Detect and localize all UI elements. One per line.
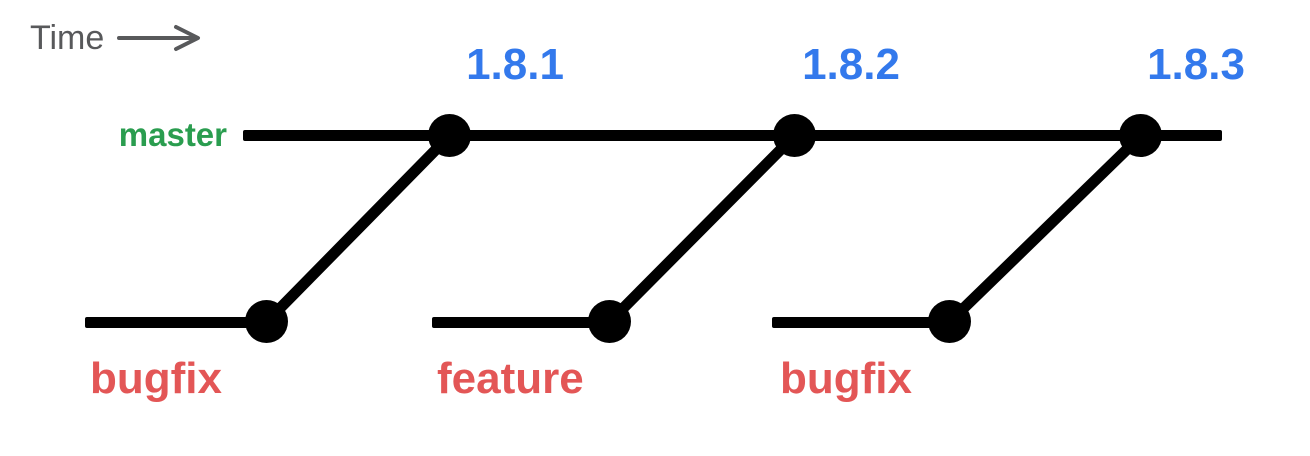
merge-diagonal-3 <box>946 131 1146 326</box>
branch-commit-dot-3 <box>928 300 971 343</box>
merge-commit-dot-3 <box>1119 114 1162 157</box>
branch-line-3 <box>772 317 950 328</box>
merge-commit-dot-2 <box>773 114 816 157</box>
branch-label-3: bugfix <box>780 354 912 403</box>
branch-line-2 <box>432 317 610 328</box>
branch-label-2: feature <box>437 354 584 403</box>
branch-commit-dot-2 <box>588 300 631 343</box>
branch-label-1: bugfix <box>90 354 222 403</box>
release-tag-2: 1.8.2 <box>802 40 900 89</box>
time-axis-label: Time <box>30 19 105 57</box>
master-branch-line <box>243 130 1222 141</box>
merge-diagonal-1 <box>263 131 454 326</box>
master-branch-label: master <box>118 116 227 153</box>
release-tag-1: 1.8.1 <box>466 40 564 89</box>
merge-commit-dot-1 <box>428 114 471 157</box>
right-arrow-icon <box>117 25 201 52</box>
time-axis: Time <box>30 18 204 59</box>
merge-diagonal-2 <box>606 131 799 326</box>
branch-line-1 <box>85 317 267 328</box>
branch-commit-dot-1 <box>245 300 288 343</box>
release-tag-3: 1.8.3 <box>1147 40 1245 89</box>
